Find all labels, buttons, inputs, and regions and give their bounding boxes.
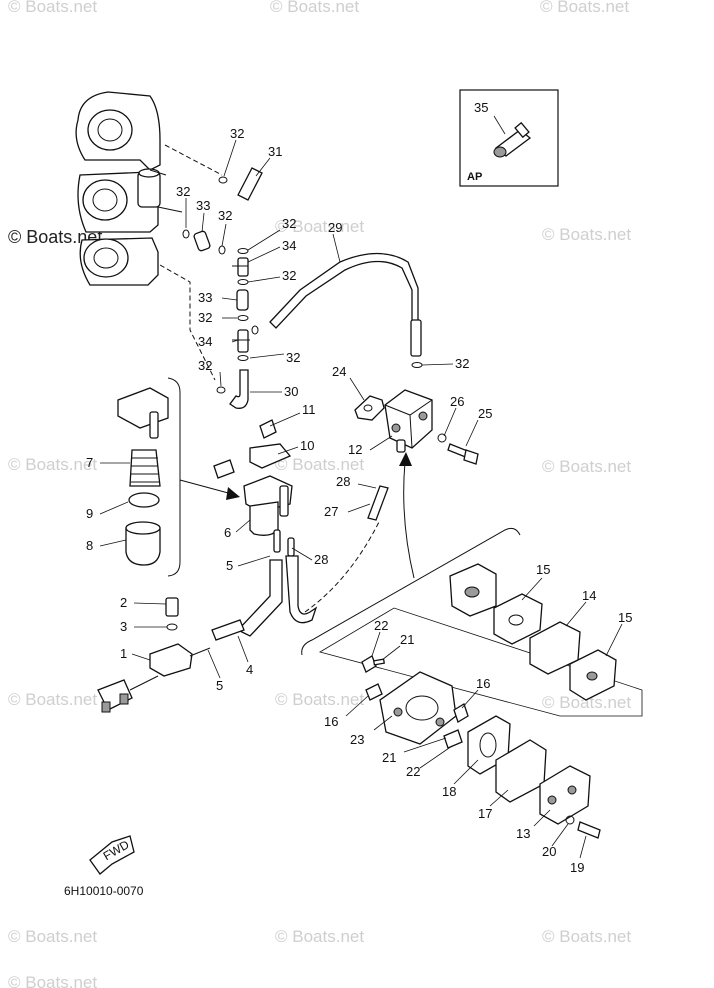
callout-19: 19 xyxy=(570,860,584,875)
callout-1: 1 xyxy=(120,646,127,661)
watermark: © Boats.net xyxy=(8,455,97,474)
callout-32: 32 xyxy=(176,184,190,199)
callout-29: 29 xyxy=(328,220,342,235)
fuel-connector xyxy=(97,597,211,713)
callout-20: 20 xyxy=(542,844,556,859)
callout-28: 28 xyxy=(314,552,328,567)
callout-25: 25 xyxy=(478,406,492,421)
fuel-pump-exploded xyxy=(361,563,617,839)
callout-28: 28 xyxy=(336,474,350,489)
callout-21: 21 xyxy=(382,750,396,765)
callout-24: 24 xyxy=(332,364,346,379)
inset-label: AP xyxy=(467,171,482,183)
callout-6: 6 xyxy=(224,525,231,540)
watermark: © Boats.net xyxy=(270,0,359,16)
watermark-layer: © Boats.net © Boats.net © Boats.net © Bo… xyxy=(8,0,631,988)
callout-34: 34 xyxy=(282,238,296,253)
fuel-pump-upper xyxy=(354,389,479,465)
callout-2: 2 xyxy=(120,595,127,610)
watermark: © Boats.net xyxy=(8,927,97,946)
callout-33: 33 xyxy=(196,198,210,213)
callout-35: 35 xyxy=(474,100,488,115)
fwd-arrow-icon: FWD xyxy=(89,835,135,875)
callout-23: 23 xyxy=(350,732,364,747)
callout-4: 4 xyxy=(246,662,253,677)
callout-7: 7 xyxy=(86,455,93,470)
callout-32: 32 xyxy=(198,310,212,325)
engine-block xyxy=(75,91,183,286)
watermark: © Boats.net xyxy=(542,457,631,476)
callout-32: 32 xyxy=(282,268,296,283)
watermark: © Boats.net xyxy=(8,973,97,988)
callout-32: 32 xyxy=(286,350,300,365)
callout-32: 32 xyxy=(282,216,296,231)
callout-13: 13 xyxy=(516,826,530,841)
watermark: © Boats.net xyxy=(542,693,631,712)
callout-32: 32 xyxy=(455,356,469,371)
callout-26: 26 xyxy=(450,394,464,409)
callout-10: 10 xyxy=(300,438,314,453)
callout-11: 11 xyxy=(302,402,316,417)
callout-5: 5 xyxy=(216,678,223,693)
diagram-code: 6H10010-0070 xyxy=(64,884,144,898)
callout-33: 33 xyxy=(198,290,212,305)
callout-12: 12 xyxy=(348,442,362,457)
callout-16: 16 xyxy=(324,714,338,729)
watermark: © Boats.net xyxy=(542,927,631,946)
assembly-arrow-left xyxy=(179,479,240,500)
callout-5: 5 xyxy=(226,558,233,573)
callout-16: 16 xyxy=(476,676,490,691)
callout-3: 3 xyxy=(120,619,127,634)
callout-8: 8 xyxy=(86,538,93,553)
callout-32: 32 xyxy=(198,358,212,373)
callout-30: 30 xyxy=(284,384,298,399)
leader-lines xyxy=(99,139,623,859)
callout-27: 27 xyxy=(324,504,338,519)
callout-15: 15 xyxy=(536,562,550,577)
watermark: © Boats.net xyxy=(275,690,364,709)
watermark: © Boats.net xyxy=(275,927,364,946)
callout-32: 32 xyxy=(218,208,232,223)
exploded-bracket xyxy=(301,527,643,717)
callout-31: 31 xyxy=(268,144,282,159)
callout-9: 9 xyxy=(86,506,93,521)
callout-15: 15 xyxy=(618,610,632,625)
assembly-arrow-up xyxy=(399,452,415,579)
fuel-filter-exploded xyxy=(117,377,181,577)
callout-34: 34 xyxy=(198,334,212,349)
callout-22: 22 xyxy=(406,764,420,779)
watermark: © Boats.net xyxy=(540,0,629,16)
inset-box-ap: AP xyxy=(459,89,559,187)
callout-22: 22 xyxy=(374,618,388,633)
watermark: © Boats.net xyxy=(275,217,364,236)
watermark: © Boats.net xyxy=(8,0,97,16)
callout-17: 17 xyxy=(478,806,492,821)
watermark: © Boats.net xyxy=(542,225,631,244)
callout-14: 14 xyxy=(582,588,596,603)
watermark: © Boats.net xyxy=(8,690,97,709)
callout-18: 18 xyxy=(442,784,456,799)
callout-labels: 35 32 31 32 33 32 32 34 29 32 33 32 34 3… xyxy=(86,100,632,875)
watermark-main: © Boats.net xyxy=(8,227,102,247)
fuel-filter-assembled xyxy=(211,419,389,641)
callout-32: 32 xyxy=(230,126,244,141)
watermark: © Boats.net xyxy=(275,455,364,474)
callout-21: 21 xyxy=(400,632,414,647)
